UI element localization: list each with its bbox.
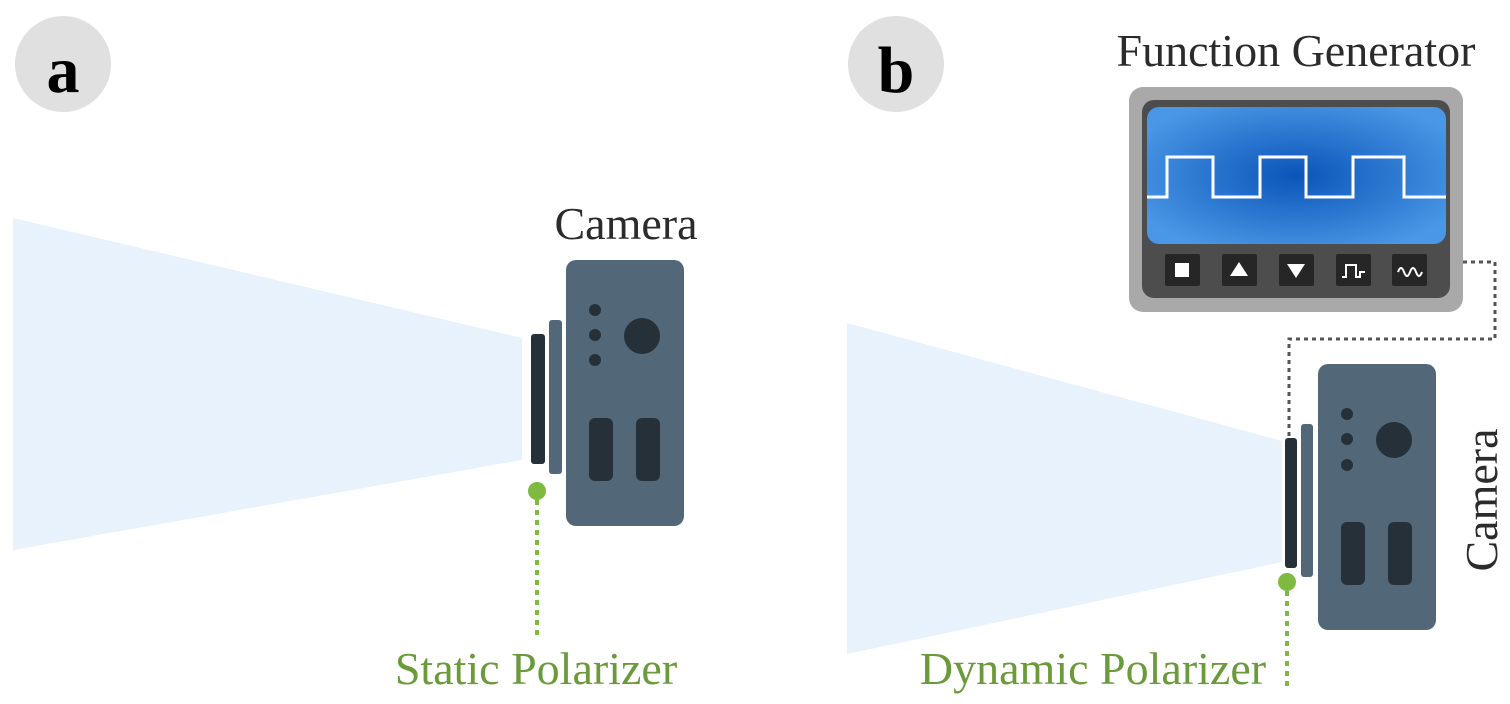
camera-a-indicator-dot [589, 329, 601, 341]
camera-b [1318, 364, 1436, 630]
static-polarizer-label: Static Polarizer [395, 643, 677, 694]
camera-a-indicator-dot [589, 354, 601, 366]
camera-b-indicator-dot [1341, 433, 1353, 445]
camera-b-indicator-dot [1341, 459, 1353, 471]
camera-a [566, 260, 684, 526]
light-cone-a [13, 218, 522, 550]
camera-a-slot [589, 418, 613, 481]
camera-a-indicator-dot [589, 304, 601, 316]
camera-b-label: Camera [1456, 428, 1507, 571]
up-triangle-icon[interactable] [1222, 254, 1257, 286]
camera-a-label: Camera [554, 198, 697, 249]
camera-a-lens-ring [549, 320, 562, 474]
polarizer-a-pointer-dot [528, 482, 546, 500]
signal-cable [1287, 260, 1497, 438]
polarizer-b-pointer-dot [1278, 573, 1296, 591]
camera-a-slot [636, 418, 660, 481]
panel-b-badge [848, 16, 944, 112]
panel-a-badge [15, 16, 111, 112]
camera-b-slot [1341, 522, 1365, 585]
camera-b-lens-ring [1301, 424, 1313, 577]
down-triangle-icon[interactable] [1279, 254, 1314, 286]
camera-b-indicator-dot [1341, 408, 1353, 420]
panel-b-badge-letter: b [878, 34, 915, 107]
sine-wave-icon[interactable] [1392, 254, 1427, 286]
panel-a: a Camera Static Polarizer [13, 16, 698, 694]
panel-a-badge-letter: a [47, 34, 80, 107]
function-generator [1129, 87, 1463, 312]
camera-a-body [566, 260, 684, 526]
dynamic-polarizer-plate [1285, 438, 1297, 568]
camera-b-button [1376, 422, 1412, 458]
dynamic-polarizer-label: Dynamic Polarizer [920, 643, 1266, 694]
camera-b-body [1318, 364, 1436, 630]
square-wave-trace [1147, 155, 1446, 199]
camera-a-button [624, 318, 660, 354]
panel-b: b Function Generator [847, 16, 1507, 694]
function-generator-label: Function Generator [1117, 25, 1476, 76]
square-wave-icon[interactable] [1336, 254, 1371, 286]
function-generator-screen [1147, 107, 1446, 244]
camera-b-slot [1388, 522, 1412, 585]
light-cone-b [847, 323, 1282, 654]
stop-square-icon[interactable] [1165, 254, 1200, 286]
static-polarizer-plate [531, 334, 545, 464]
